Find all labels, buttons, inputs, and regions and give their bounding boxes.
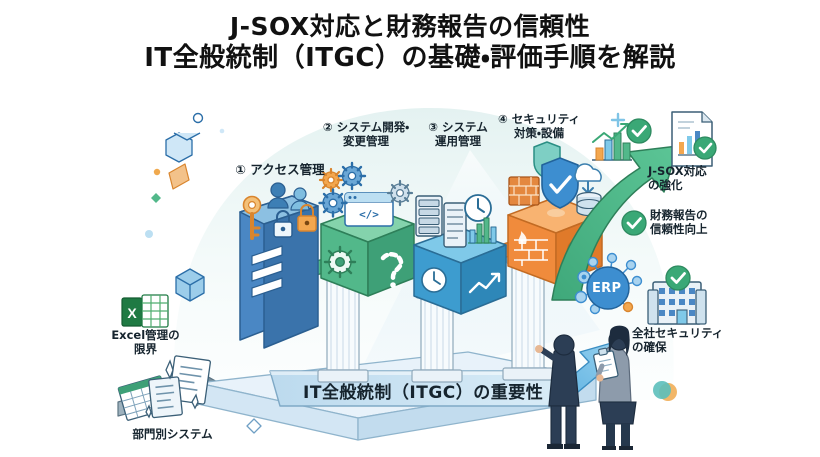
svg-text:X: X bbox=[127, 305, 137, 321]
code-window-icon: </> bbox=[344, 192, 394, 227]
trend-up-icon bbox=[468, 272, 501, 294]
green-up-arrow-icon bbox=[551, 145, 679, 301]
lock-icon bbox=[273, 210, 293, 238]
office-building-icon bbox=[647, 265, 707, 325]
user-icon bbox=[267, 182, 289, 209]
firewall-brick-icon bbox=[514, 231, 548, 266]
server-rack-icon bbox=[415, 195, 467, 248]
report-check-icon bbox=[671, 111, 717, 167]
gear-icon bbox=[337, 161, 367, 191]
svg-text:</>: </> bbox=[359, 208, 379, 221]
scattered-documents-icon bbox=[117, 355, 211, 421]
gear-icon bbox=[318, 188, 348, 218]
shield-check-icon bbox=[541, 157, 579, 209]
check-badge-icon bbox=[621, 210, 647, 236]
clock-icon bbox=[421, 267, 447, 293]
gear-icon bbox=[386, 179, 414, 207]
pillar-operations[interactable] bbox=[413, 194, 507, 315]
growth-chart-icon bbox=[592, 123, 632, 161]
key-icon bbox=[242, 195, 262, 240]
businesswoman-clipboard-icon bbox=[593, 325, 637, 450]
pillar-dev[interactable]: </> bbox=[318, 161, 415, 297]
check-badge-icon bbox=[626, 118, 652, 144]
gear-orange-icon bbox=[318, 167, 344, 193]
clock-icon bbox=[464, 194, 492, 222]
excel-icon: X bbox=[121, 294, 169, 328]
gear-icon bbox=[323, 245, 357, 279]
businessman-icon bbox=[535, 334, 580, 449]
pillar-access[interactable] bbox=[239, 182, 319, 349]
bar-chart-icon bbox=[468, 217, 497, 244]
erp-network-icon[interactable] bbox=[574, 252, 643, 315]
question-mark-icon bbox=[380, 252, 404, 288]
firewall-brick-icon bbox=[508, 176, 540, 206]
user-shield-icon bbox=[290, 187, 310, 211]
lock-orange-icon bbox=[297, 204, 317, 232]
